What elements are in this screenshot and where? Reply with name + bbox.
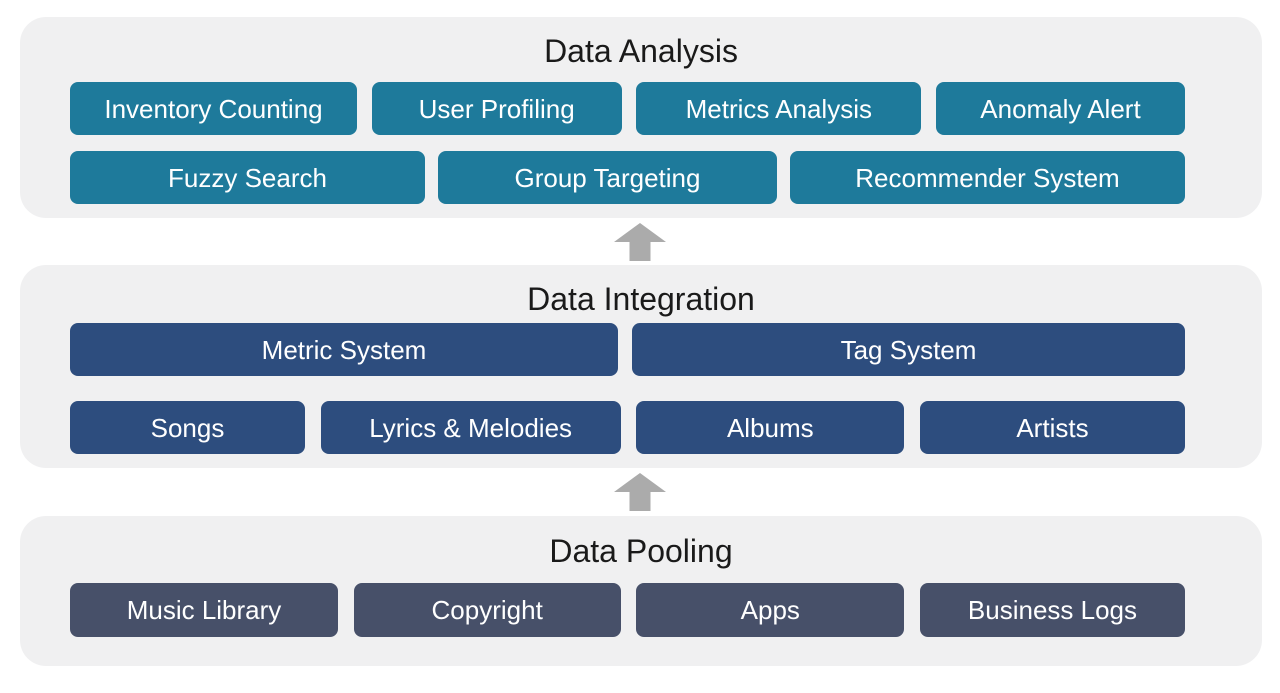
panel-data-integration: Data Integration Metric System Tag Syste… — [20, 265, 1262, 468]
panel-title-data-analysis: Data Analysis — [544, 33, 738, 69]
node-metric-system: Metric System — [70, 323, 618, 376]
architecture-diagram: Data Analysis Inventory Counting User Pr… — [0, 17, 1280, 693]
node-row: Inventory Counting User Profiling Metric… — [70, 82, 1185, 135]
arrow-zone — [0, 468, 1280, 516]
panel-rows: Metric System Tag System Songs Lyrics & … — [70, 323, 1185, 454]
node-row: Songs Lyrics & Melodies Albums Artists — [70, 401, 1185, 454]
node-music-library: Music Library — [70, 583, 338, 637]
node-fuzzy-search: Fuzzy Search — [70, 151, 425, 204]
node-group-targeting: Group Targeting — [438, 151, 777, 204]
node-inventory-counting: Inventory Counting — [70, 82, 357, 135]
node-recommender-system: Recommender System — [790, 151, 1185, 204]
panel-data-pooling: Data Pooling Music Library Copyright App… — [20, 516, 1262, 666]
node-row: Music Library Copyright Apps Business Lo… — [70, 583, 1185, 637]
panel-rows: Inventory Counting User Profiling Metric… — [70, 82, 1185, 204]
node-artists: Artists — [919, 401, 1185, 454]
node-tag-system: Tag System — [632, 323, 1185, 376]
node-songs: Songs — [70, 401, 305, 454]
arrow-zone — [0, 218, 1280, 265]
node-apps: Apps — [636, 583, 905, 637]
node-row: Fuzzy Search Group Targeting Recommender… — [70, 151, 1185, 204]
panel-title-data-pooling: Data Pooling — [549, 533, 733, 569]
up-arrow-icon — [614, 222, 666, 261]
panel-title-data-integration: Data Integration — [527, 281, 755, 317]
node-business-logs: Business Logs — [919, 583, 1185, 637]
up-arrow-icon — [614, 473, 666, 511]
node-lyrics-melodies: Lyrics & Melodies — [320, 401, 621, 454]
node-albums: Albums — [636, 401, 905, 454]
node-anomaly-alert: Anomaly Alert — [935, 82, 1185, 135]
panel-data-analysis: Data Analysis Inventory Counting User Pr… — [20, 17, 1262, 218]
node-user-profiling: User Profiling — [371, 82, 622, 135]
node-copyright: Copyright — [353, 583, 621, 637]
node-metrics-analysis: Metrics Analysis — [636, 82, 922, 135]
panel-rows: Music Library Copyright Apps Business Lo… — [70, 583, 1185, 637]
node-row: Metric System Tag System — [70, 323, 1185, 376]
